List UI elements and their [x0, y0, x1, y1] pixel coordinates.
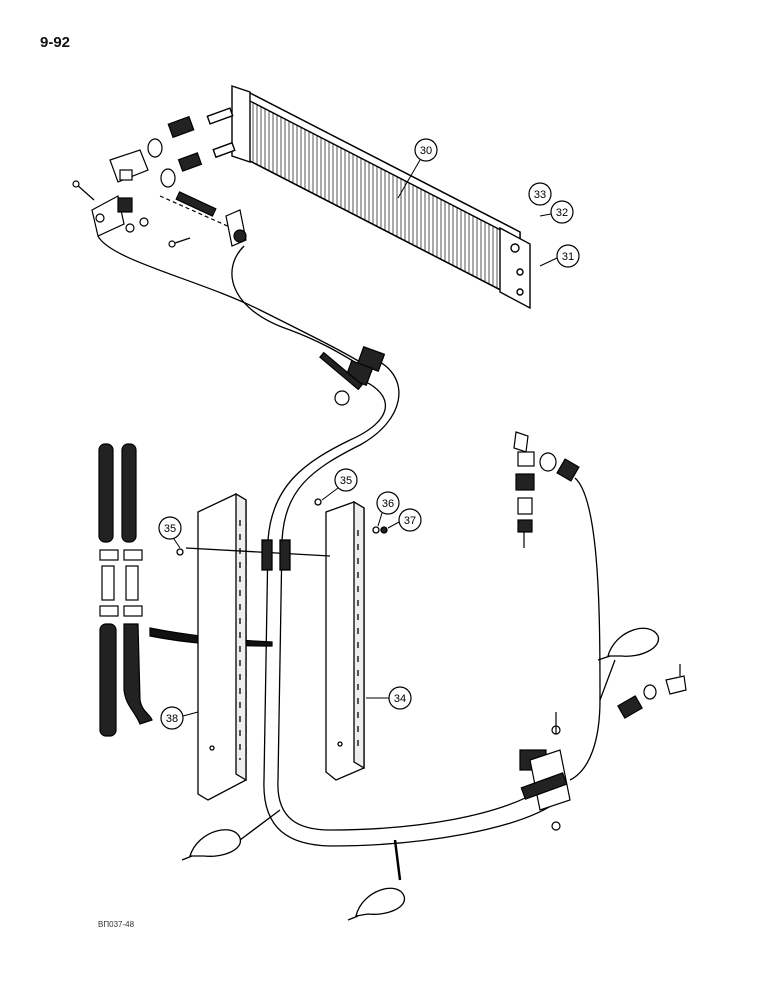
callout-37: 37 [387, 508, 422, 532]
callout-30: 30 [397, 138, 438, 199]
callout-35a: 35 [158, 516, 182, 549]
svg-text:30: 30 [420, 145, 432, 157]
callout-35b: 35 [321, 468, 358, 501]
heater-core [206, 85, 531, 310]
svg-text:34: 34 [394, 693, 406, 705]
right-fittings [513, 431, 687, 831]
page-number: 9-92 [40, 34, 71, 51]
svg-text:36: 36 [382, 498, 394, 510]
svg-text:38: 38 [166, 713, 178, 725]
top-fittings [72, 115, 247, 248]
heater-hoses [97, 235, 601, 847]
callout-32: 32 [539, 200, 574, 224]
svg-text:35: 35 [340, 475, 352, 487]
callout-34: 34 [366, 686, 412, 710]
svg-text:35: 35 [164, 523, 176, 535]
hose-couplers [319, 346, 386, 406]
svg-text:31: 31 [562, 251, 574, 263]
svg-text:37: 37 [404, 515, 416, 527]
svg-text:33: 33 [534, 189, 546, 201]
channel-brackets [176, 492, 388, 801]
cable-ties [181, 627, 659, 921]
svg-text:32: 32 [556, 207, 568, 219]
callout-38: 38 [160, 706, 199, 730]
callout-33: 33 [528, 182, 552, 206]
figure-code: BΠ037-48 [98, 920, 135, 929]
callout-36: 36 [376, 491, 400, 527]
callout-31: 31 [539, 244, 580, 268]
